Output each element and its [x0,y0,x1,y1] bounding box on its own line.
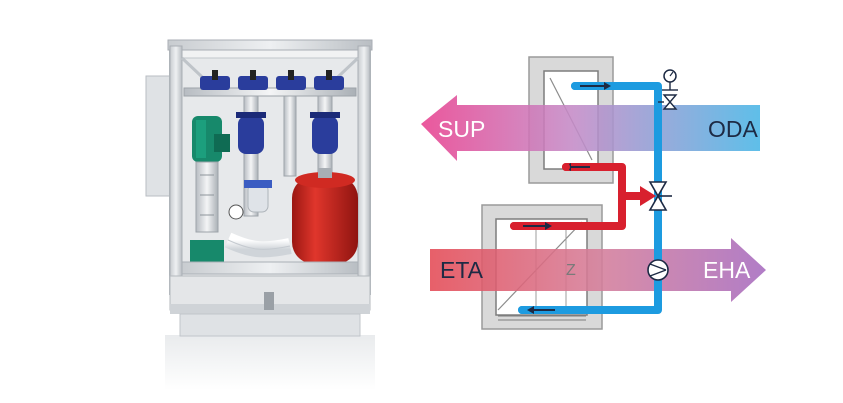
hot-flow-arrowhead [640,186,656,206]
expansion-vessel [292,168,358,264]
supply-outdoor-air-arrow [421,95,760,161]
hydraulic-module-illustration [145,39,375,390]
three-way-valve [648,181,672,211]
flow-direction-arrows [523,82,611,314]
label-extract-air: ETA [440,257,484,283]
label-supply-air: SUP [438,116,485,142]
pump-symbol [647,259,669,281]
label-outdoor-air: ODA [708,116,759,142]
manifold-valves [200,70,344,90]
extract-exhaust-air-arrow [430,238,766,302]
hvac-schematic: SUP ODA ETA EHA Z [421,56,766,330]
label-exhaust-air: EHA [703,257,751,283]
coil-marker-label: Z [566,262,576,279]
circulation-pump [190,116,230,262]
gauge-and-relief-valve [658,69,678,110]
blue-valves [236,112,340,154]
